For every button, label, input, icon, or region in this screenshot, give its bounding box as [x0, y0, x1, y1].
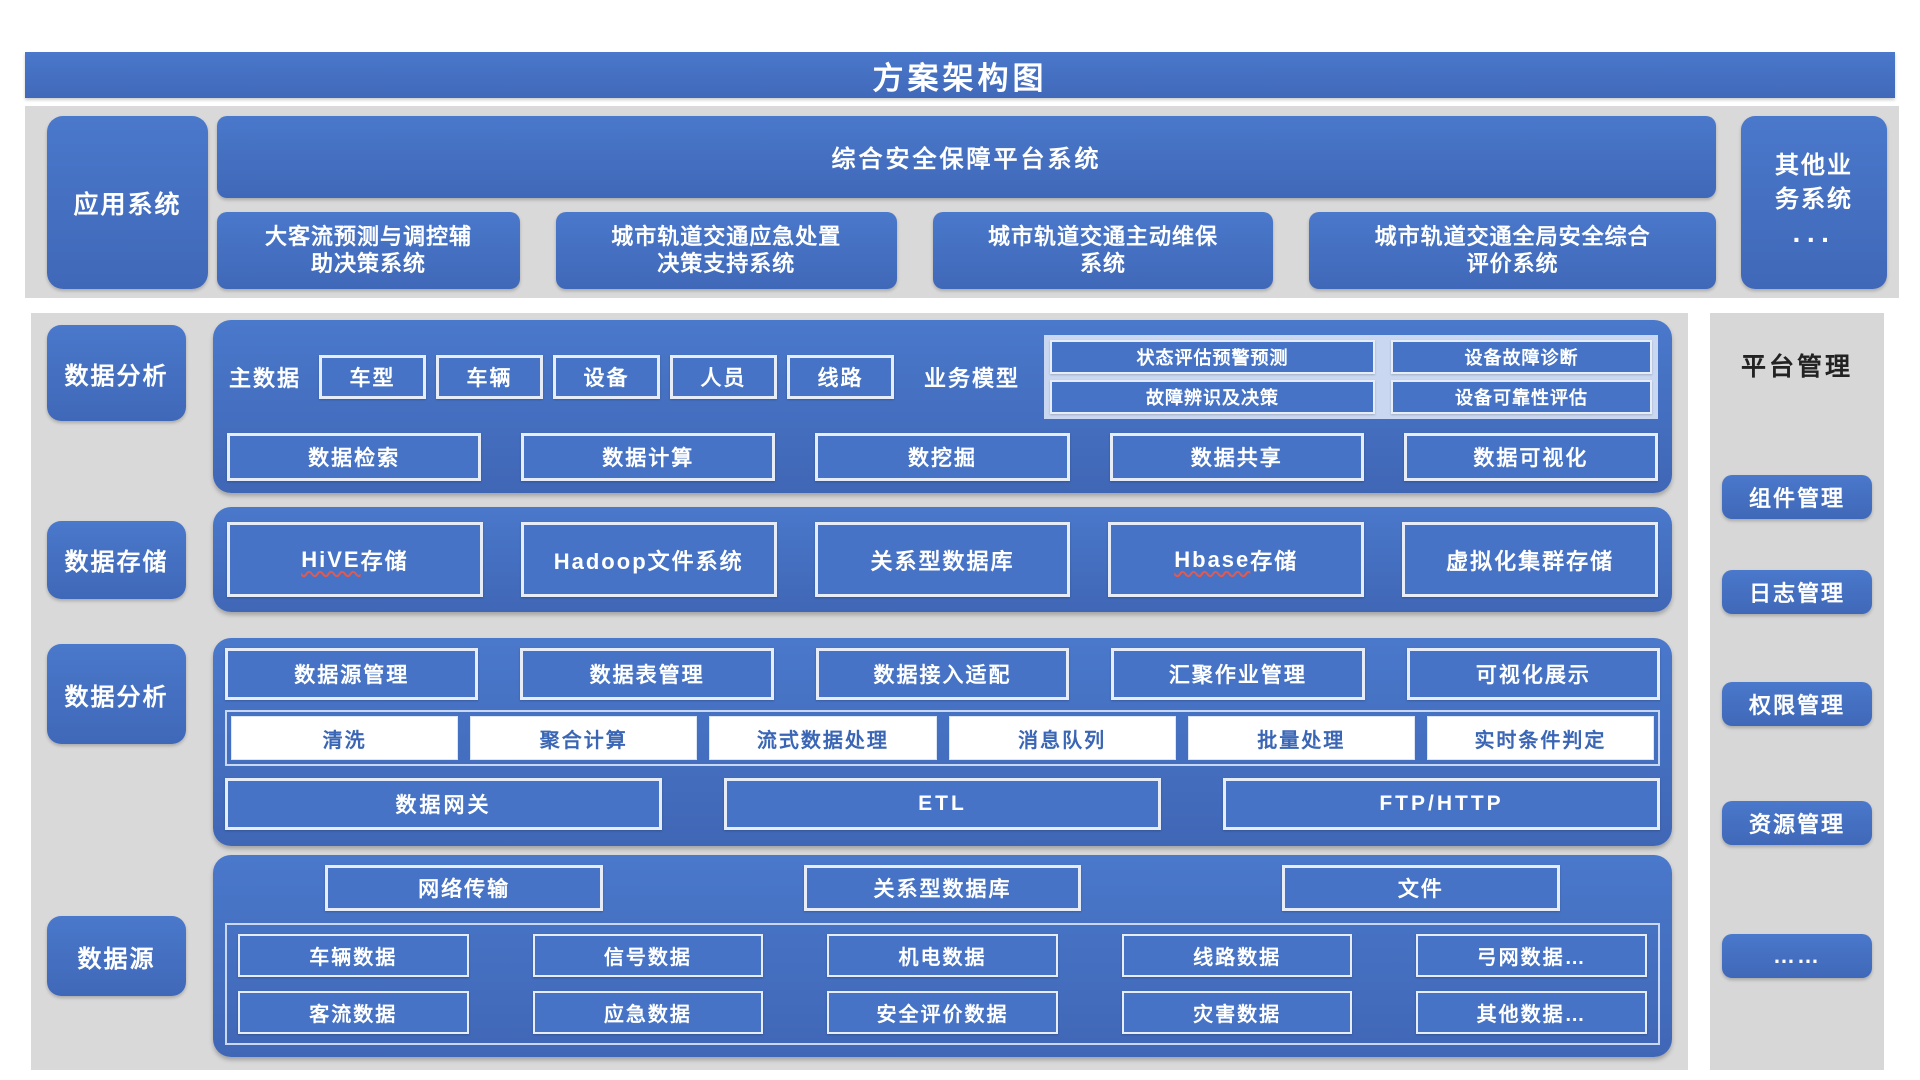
source-box-other-data: 其他数据…: [1416, 991, 1647, 1034]
hive-suffix: 存储: [360, 548, 409, 574]
ellipsis-dots: ···: [1792, 224, 1836, 256]
data-processing-panel: 数据源管理 数据表管理 数据接入适配 汇聚作业管理 可视化展示 清洗 聚合计算 …: [213, 638, 1672, 846]
passenger-flow-system-box: 大客流预测与调控辅 助决策系统: [217, 211, 520, 289]
sidebar-box-component-management: 组件管理: [1722, 475, 1872, 519]
other-business-systems-box: 其他业务系统 ···: [1741, 116, 1887, 289]
application-systems-area: 综合安全保障平台系统 大客流预测与调控辅 助决策系统 城市轨道交通应急处置 决策…: [217, 116, 1716, 289]
source-box-signal-data: 信号数据: [532, 934, 764, 977]
master-data-box-personnel: 人员: [670, 355, 777, 399]
mgmt-box-datasource: 数据源管理: [225, 648, 479, 700]
band-label-data-storage: 数据存储: [47, 520, 186, 599]
source-box-safety-evaluation-data: 安全评价数据: [827, 991, 1058, 1034]
master-data-box-vehicle: 车辆: [436, 355, 543, 399]
channel-box-network: 网络传输: [325, 865, 603, 911]
transport-box-ftp-http: FTP/HTTP: [1223, 778, 1660, 830]
process-box-cleaning: 清洗: [231, 716, 459, 760]
integrated-safety-platform-box: 综合安全保障平台系统: [217, 116, 1716, 198]
channel-box-relational-db: 关系型数据库: [803, 865, 1082, 911]
mgmt-box-datatable: 数据表管理: [520, 648, 774, 700]
band-label-application-systems: 应用系统: [47, 116, 208, 289]
source-box-emergency-data: 应急数据: [532, 991, 764, 1034]
application-systems-row: 大客流预测与调控辅 助决策系统 城市轨道交通应急处置 决策支持系统 城市轨道交通…: [217, 211, 1716, 289]
model-box-fault-identification: 故障辨识及决策: [1050, 380, 1376, 414]
diagram-title: 方案架构图: [25, 52, 1895, 98]
analysis-capabilities-row: 数据检索 数据计算 数挖掘 数据共享 数据可视化: [227, 433, 1659, 481]
mgmt-box-visual-display: 可视化展示: [1406, 648, 1661, 700]
source-box-passenger-flow-data: 客流数据: [238, 991, 469, 1034]
transport-row: 数据网关 ETL FTP/HTTP: [225, 778, 1660, 830]
process-box-aggregation: 聚合计算: [470, 716, 698, 760]
channel-cell: 关系型数据库: [703, 865, 1181, 911]
source-data-row-1: 车辆数据 信号数据 机电数据 线路数据 弓网数据…: [238, 934, 1647, 977]
emergency-decision-system-box: 城市轨道交通应急处置 决策支持系统: [555, 211, 897, 289]
storage-box-hadoop: Hadoop文件系统: [520, 522, 777, 597]
sidebar-box-log-management: 日志管理: [1722, 570, 1872, 614]
global-safety-evaluation-system-box: 城市轨道交通全局安全综合 评价系统: [1309, 211, 1716, 289]
hive-name: HiVE: [301, 546, 361, 572]
capability-box-data-computing: 数据计算: [521, 433, 776, 481]
business-model-label: 业务模型: [924, 366, 1021, 391]
mgmt-box-access-adapter: 数据接入适配: [815, 648, 1070, 700]
process-box-realtime-condition: 实时条件判定: [1426, 716, 1655, 760]
transport-box-data-gateway: 数据网关: [225, 778, 662, 830]
data-analysis-panel: 主数据 车型 车辆 设备 人员 线路 业务模型 状态评估预警预测 设备故障诊断 …: [213, 320, 1672, 493]
channel-row: 网络传输 关系型数据库 文件: [225, 865, 1660, 911]
business-model-grid: 状态评估预警预测 设备故障诊断 故障辨识及决策 设备可靠性评估: [1044, 335, 1658, 419]
sidebar-box-more-ellipsis: ……: [1722, 934, 1872, 978]
source-data-row-2: 客流数据 应急数据 安全评价数据 灾害数据 其他数据…: [238, 991, 1647, 1034]
band-label-data-analysis: 数据分析: [47, 325, 186, 421]
master-data-box-vehicle-type: 车型: [319, 355, 426, 399]
master-data-box-equipment: 设备: [553, 355, 660, 399]
platform-management-panel: 平台管理 组件管理 日志管理 权限管理 资源管理 ……: [1710, 313, 1884, 1070]
hbase-name: Hbase: [1174, 546, 1251, 572]
channel-cell: 网络传输: [225, 865, 703, 911]
transport-box-etl: ETL: [724, 778, 1161, 830]
process-box-message-queue: 消息队列: [948, 716, 1176, 760]
active-maintenance-system-box: 城市轨道交通主动维保 系统: [932, 211, 1274, 289]
channel-box-file: 文件: [1282, 865, 1560, 911]
capability-box-data-sharing: 数据共享: [1109, 433, 1364, 481]
source-box-disaster-data: 灾害数据: [1121, 991, 1353, 1034]
mgmt-box-aggregation-jobs: 汇聚作业管理: [1111, 648, 1365, 700]
storage-box-relational-db: 关系型数据库: [814, 522, 1071, 597]
data-source-band: 数据源 网络传输 关系型数据库 文件 车辆数据 信号数据 机电数据 线路数据 弓…: [47, 855, 1672, 1057]
data-source-panel: 网络传输 关系型数据库 文件 车辆数据 信号数据 机电数据 线路数据 弓网数据……: [213, 855, 1672, 1057]
processing-strip: 清洗 聚合计算 流式数据处理 消息队列 批量处理 实时条件判定: [225, 710, 1660, 766]
capability-box-data-visualization: 数据可视化: [1403, 433, 1659, 481]
platform-management-title: 平台管理: [1740, 353, 1853, 381]
model-box-reliability-evaluation: 设备可靠性评估: [1391, 380, 1652, 414]
source-box-pantograph-data: 弓网数据…: [1416, 934, 1647, 977]
source-box-electromechanical-data: 机电数据: [827, 934, 1058, 977]
model-box-status-evaluation: 状态评估预警预测: [1050, 340, 1376, 374]
model-box-fault-diagnosis: 设备故障诊断: [1391, 340, 1652, 374]
band-label-data-source: 数据源: [47, 916, 186, 996]
master-data-row: 主数据 车型 车辆 设备 人员 线路 业务模型 状态评估预警预测 设备故障诊断 …: [227, 332, 1658, 422]
data-analysis-band: 数据分析 主数据 车型 车辆 设备 人员 线路 业务模型 状态评估预警预测 设备…: [47, 320, 1672, 493]
capability-box-data-mining: 数挖掘: [815, 433, 1070, 481]
process-box-batch-processing: 批量处理: [1187, 716, 1415, 760]
hbase-suffix: 存储: [1250, 548, 1299, 574]
sidebar-box-permission-management: 权限管理: [1722, 682, 1872, 726]
layers-area: 数据分析 主数据 车型 车辆 设备 人员 线路 业务模型 状态评估预警预测 设备…: [31, 313, 1688, 1070]
band-label-data-processing: 数据分析: [47, 644, 186, 744]
source-data-inner-panel: 车辆数据 信号数据 机电数据 线路数据 弓网数据… 客流数据 应急数据 安全评价…: [225, 923, 1660, 1045]
source-box-line-data: 线路数据: [1121, 934, 1353, 977]
capability-box-data-retrieval: 数据检索: [227, 433, 482, 481]
storage-box-virtual-cluster: 虚拟化集群存储: [1402, 522, 1658, 597]
data-processing-band: 数据分析 数据源管理 数据表管理 数据接入适配 汇聚作业管理 可视化展示 清洗 …: [47, 638, 1672, 846]
sidebar-box-resource-management: 资源管理: [1722, 801, 1872, 845]
source-box-vehicle-data: 车辆数据: [238, 934, 469, 977]
management-row: 数据源管理 数据表管理 数据接入适配 汇聚作业管理 可视化展示: [225, 648, 1661, 700]
process-box-stream-processing: 流式数据处理: [709, 716, 937, 760]
channel-cell: 文件: [1182, 865, 1660, 911]
master-data-box-line: 线路: [787, 355, 894, 399]
application-systems-band: 应用系统 综合安全保障平台系统 大客流预测与调控辅 助决策系统 城市轨道交通应急…: [25, 106, 1899, 298]
master-data-label: 主数据: [229, 366, 302, 391]
other-business-systems-label: 其他业务系统: [1775, 151, 1853, 213]
